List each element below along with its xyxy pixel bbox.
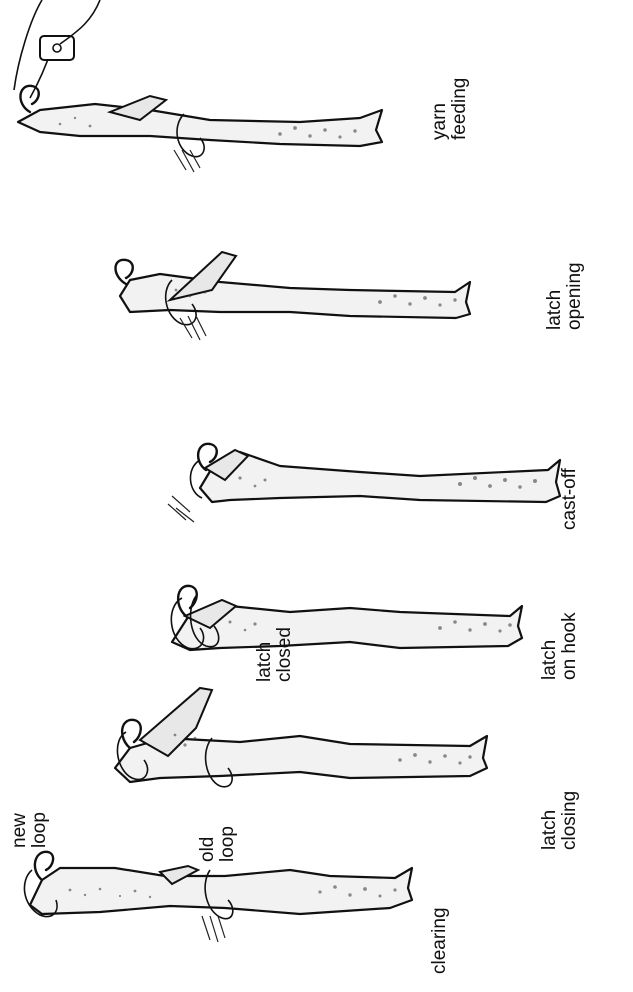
- stage-label-latch-opening: latch opening: [544, 262, 585, 330]
- stage-label-clearing: clearing: [429, 907, 450, 974]
- stage-label-latch-on-hook-line1: latch: [539, 640, 560, 680]
- stage-label-latch-opening-line2: opening: [564, 262, 585, 330]
- needle-yarn-feeding: [14, 0, 382, 172]
- needle-clearing: [24, 852, 412, 942]
- annotation-old-loop: old loop: [197, 826, 238, 862]
- needle-cast-off: [168, 444, 560, 522]
- annotation-latch-closed-line1: latch: [254, 642, 275, 682]
- svg-text:yarn feeding: yarn feeding: [429, 78, 470, 140]
- svg-text:latch closing: latch closing: [539, 791, 580, 850]
- stage-label-cast-off: cast-off: [559, 467, 580, 530]
- annotation-new-loop: new loop: [9, 808, 50, 848]
- stage-label-latch-closing: latch closing: [539, 791, 580, 850]
- svg-text:latch on hook: latch on hook: [539, 612, 580, 680]
- needle-latch-opening: [116, 252, 471, 340]
- annotation-old-loop-line1: old: [197, 837, 218, 862]
- annotation-old-loop-line2: loop: [217, 826, 238, 862]
- stage-label-yarn-feeding: yarn feeding: [429, 78, 470, 140]
- stage-label-latch-on-hook: latch on hook: [539, 612, 580, 680]
- svg-text:latch opening: latch opening: [544, 262, 585, 330]
- needle-latch-closing: [115, 688, 487, 787]
- annotation-new-loop-line2: loop: [29, 812, 50, 848]
- annotation-new-loop-line1: new: [9, 813, 30, 848]
- stage-label-latch-opening-line1: latch: [544, 290, 565, 330]
- stage-label-yarn-feeding-line2: feeding: [449, 78, 470, 140]
- needle-latch-on-hook: [171, 586, 522, 650]
- stage-label-latch-on-hook-line2: on hook: [559, 612, 580, 680]
- svg-text:new loop: new loop: [9, 808, 50, 848]
- stage-label-latch-closing-line1: latch: [539, 810, 560, 850]
- svg-text:cast-off: cast-off: [559, 467, 580, 530]
- svg-text:old loop: old loop: [197, 826, 238, 862]
- annotation-latch-closed-line2: closed: [274, 627, 295, 682]
- stage-label-yarn-feeding-line1: yarn: [429, 103, 450, 140]
- stage-label-latch-closing-line2: closing: [559, 791, 580, 850]
- svg-text:clearing: clearing: [429, 907, 450, 974]
